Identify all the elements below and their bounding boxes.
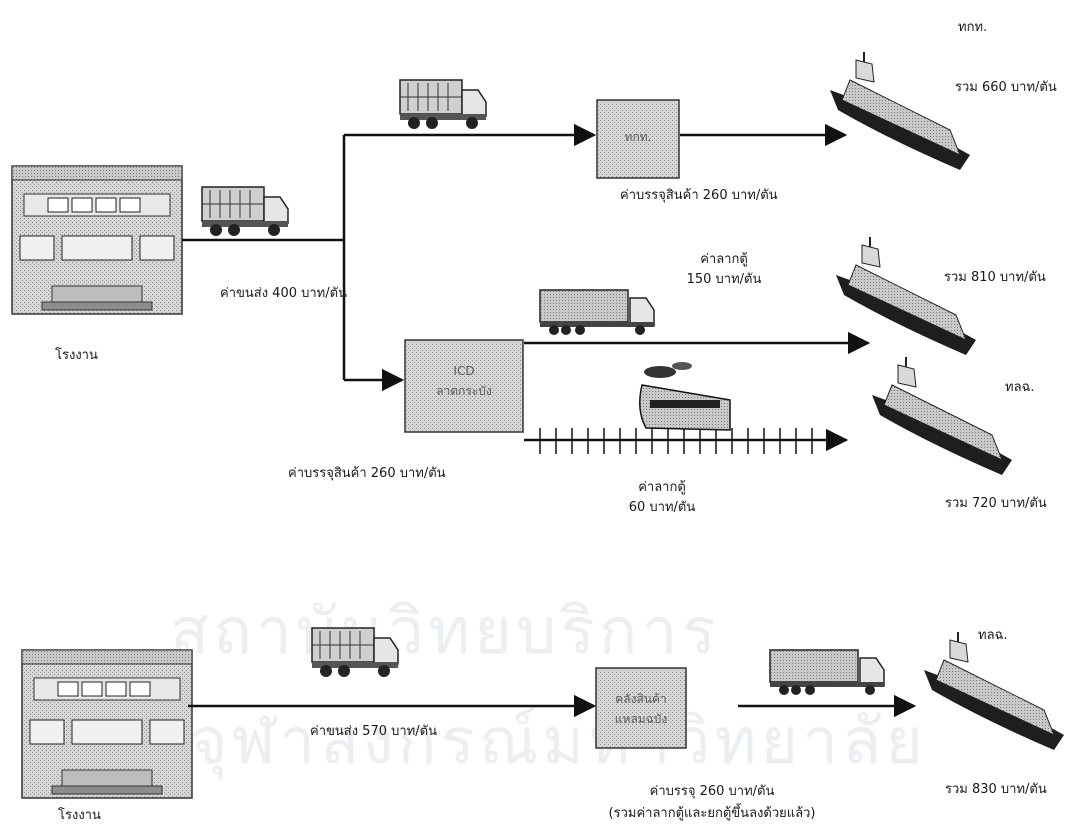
port-terminal-box-label: ทกท. [597, 128, 679, 146]
tow-cost-branch-2-line-2: 150 บาท/ตัน [687, 272, 762, 288]
container-truck-icon-bottom [770, 650, 884, 695]
packing-cost-icd: ค่าบรรจุสินค้า 260 บาท/ตัน [288, 466, 446, 482]
warehouse-box [596, 668, 686, 748]
container-truck-icon [540, 290, 654, 335]
total-branch-1: รวม 660 บาท/ตัน [955, 80, 1057, 96]
ship-icon-2 [836, 237, 976, 355]
ship-icon-4 [924, 632, 1064, 750]
truck-icon-branch-1 [400, 80, 486, 129]
warehouse-box-line-1: คลังสินค้า [596, 690, 686, 708]
factory-label-top: โรงงาน [55, 348, 98, 364]
total-bottom: รวม 830 บาท/ตัน [945, 782, 1047, 798]
tow-cost-branch-2-line-1: ค่าลากตู้ [700, 252, 748, 268]
ship-icon-3 [872, 357, 1012, 475]
warehouse-box-line-2: แหลมฉบัง [596, 710, 686, 728]
tow-cost-branch-3-line-1: ค่าลากตู้ [638, 480, 686, 496]
packing-cost-bottom: ค่าบรรจุ 260 บาท/ตัน [650, 784, 775, 800]
packing-cost-branch-1: ค่าบรรจุสินค้า 260 บาท/ตัน [620, 188, 778, 204]
port-label-bottom: ทลฉ. [978, 628, 1008, 644]
port-label-branch-1: ทกท. [958, 20, 987, 36]
factory-label-bottom: โรงงาน [58, 808, 101, 824]
factory-icon-bottom [22, 650, 192, 798]
train-icon [640, 362, 730, 430]
truck-cost-bottom: ค่าขนส่ง 570 บาท/ตัน [310, 724, 437, 740]
tow-cost-branch-3-line-2: 60 บาท/ตัน [629, 500, 696, 516]
packing-note-bottom: (รวมค่าลากตู้และยกตู้ขึ้นลงด้วยแล้ว) [609, 806, 816, 822]
factory-icon [12, 166, 182, 314]
truck-cost-top: ค่าขนส่ง 400 บาท/ตัน [220, 286, 347, 302]
total-branch-2: รวม 810 บาท/ตัน [944, 270, 1046, 286]
icd-box-line-2: ลาดกระบัง [405, 382, 523, 400]
ship-icon-1 [830, 52, 970, 170]
truck-icon-bottom [312, 628, 398, 677]
icd-box-line-1: ICD [405, 362, 523, 380]
truck-icon [202, 187, 288, 236]
port-label-branch-3: ทลฉ. [1005, 380, 1035, 396]
total-branch-3: รวม 720 บาท/ตัน [945, 496, 1047, 512]
